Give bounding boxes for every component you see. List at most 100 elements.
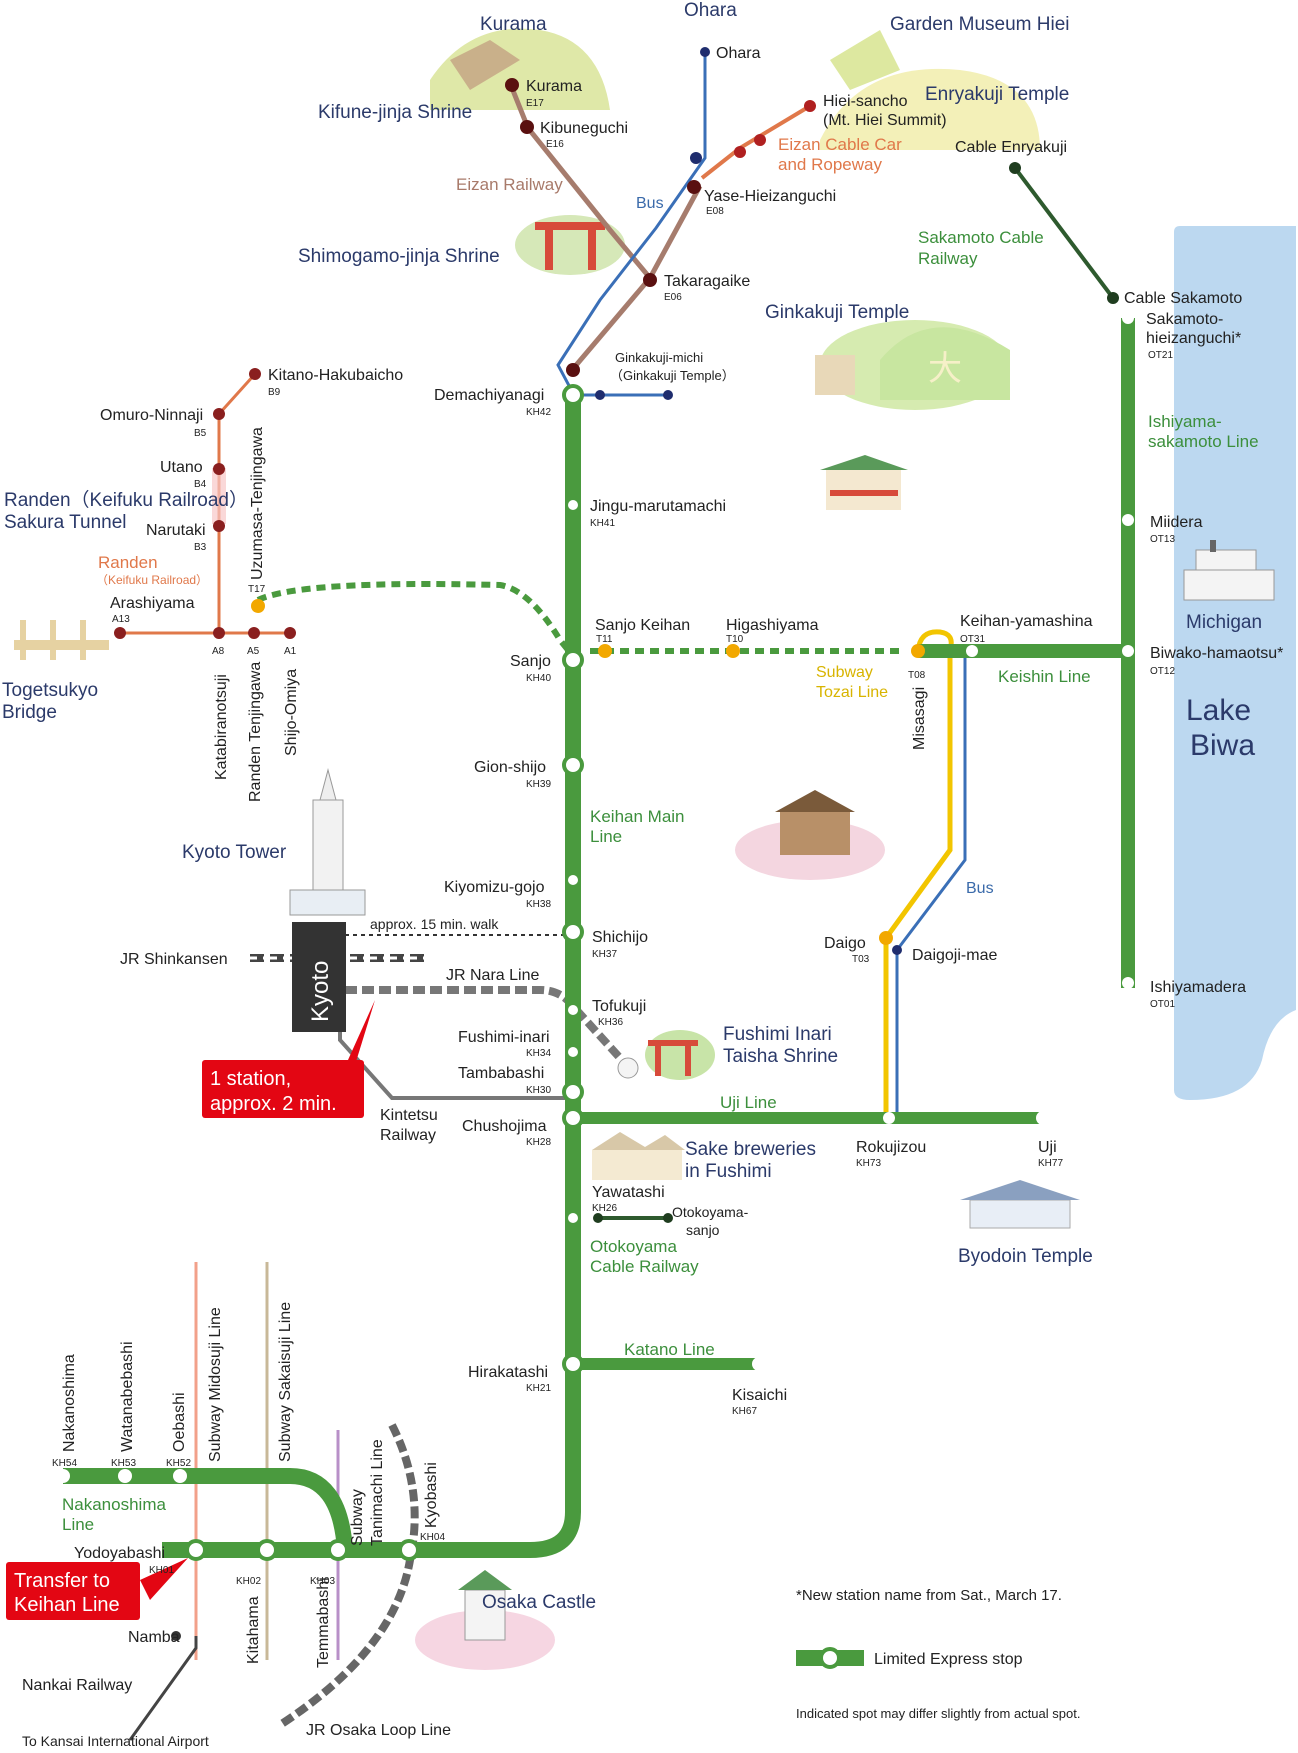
station-hirakatashi: Hirakatashi bbox=[468, 1364, 548, 1381]
place-lake-biwa-1: Lake bbox=[1186, 694, 1251, 727]
station-kyobashi: Kyobashi bbox=[423, 1462, 440, 1528]
station-temmabashi: Temmabashi bbox=[315, 1577, 332, 1668]
transfer-callout bbox=[6, 1558, 188, 1620]
station-takaragaike-code: E06 bbox=[664, 292, 682, 303]
station-tambabashi-code: KH30 bbox=[526, 1085, 551, 1096]
byodoin-illustration bbox=[960, 1180, 1080, 1229]
sakamoto-cable-line bbox=[1013, 166, 1115, 300]
label-tozai-2: Tozai Line bbox=[816, 684, 888, 701]
label-katano: Katano Line bbox=[624, 1340, 715, 1359]
station-sanjo-keihan: Sanjo Keihan bbox=[595, 617, 690, 634]
station-gion-code: KH39 bbox=[526, 779, 551, 790]
station-ginkakuji-michi-2: （Ginkakuji Temple） bbox=[610, 368, 735, 383]
label-keihan-main-2: Line bbox=[590, 827, 622, 846]
station-misasagi-code: T08 bbox=[908, 670, 926, 681]
label-sakaisuji: Subway Sakaisuji Line bbox=[277, 1302, 294, 1462]
station-miidera-code: OT13 bbox=[1150, 534, 1175, 545]
transfer-callout-line2: Keihan Line bbox=[14, 1594, 120, 1616]
michigan-boat-illustration bbox=[1183, 540, 1275, 601]
label-bus-north: Bus bbox=[636, 195, 664, 212]
place-byodoin: Byodoin Temple bbox=[958, 1246, 1093, 1267]
station-narutaki: Narutaki bbox=[146, 522, 206, 539]
legend-disclaimer: Indicated spot may differ slightly from … bbox=[796, 1706, 1080, 1721]
label-tanimachi-1: Subway bbox=[349, 1489, 366, 1546]
station-kiyomizu: Kiyomizu-gojo bbox=[444, 879, 545, 896]
bus-north-line bbox=[556, 52, 707, 396]
label-tozai-1: Subway bbox=[816, 664, 873, 681]
station-omuro-code: B5 bbox=[194, 428, 207, 439]
label-walk: approx. 15 min. walk bbox=[370, 916, 499, 932]
kyoto-station-label: Kyoto bbox=[307, 961, 334, 1022]
sake-brewery-illustration bbox=[592, 1132, 685, 1180]
togetsukyo-bridge-illustration bbox=[14, 620, 109, 660]
place-randen-tunnel-1: Randen（Keifuku Railroad） bbox=[4, 489, 248, 511]
place-ohara: Ohara bbox=[684, 0, 737, 21]
label-jr-nara: JR Nara Line bbox=[446, 967, 539, 984]
label-jr-loop: JR Osaka Loop Line bbox=[306, 1722, 451, 1739]
kyoto-station-box[interactable] bbox=[292, 922, 346, 1032]
label-bus-south: Bus bbox=[966, 880, 994, 897]
station-randen-tenjingawa: Randen Tenjingawa bbox=[247, 662, 264, 802]
place-ginkakuji: Ginkakuji Temple bbox=[765, 302, 909, 323]
station-kurama: Kurama bbox=[526, 78, 582, 95]
label-ishiyama-2: sakamoto Line bbox=[1148, 432, 1259, 451]
heian-shrine-illustration bbox=[820, 455, 908, 510]
label-kansai-airport: To Kansai International Airport bbox=[22, 1733, 209, 1749]
tozai-dashed-line-west bbox=[256, 581, 575, 657]
label-sakamoto-cable-1: Sakamoto Cable bbox=[918, 228, 1044, 247]
station-kisaichi: Kisaichi bbox=[732, 1387, 787, 1404]
shimogamo-torii-illustration bbox=[515, 215, 625, 275]
station-namba: Namba bbox=[128, 1629, 180, 1646]
station-shijo-omiya-code: A1 bbox=[284, 646, 297, 657]
station-biwako-code: OT12 bbox=[1150, 666, 1175, 677]
label-keihan-main-1: Keihan Main bbox=[590, 807, 685, 826]
legend-limited-express: Limited Express stop bbox=[874, 1651, 1023, 1668]
station-rokujizou-code: KH73 bbox=[856, 1158, 881, 1169]
place-michigan: Michigan bbox=[1186, 612, 1262, 633]
station-sanjo-code: KH40 bbox=[526, 673, 551, 684]
station-otokoyama-sanjo-2: sanjo bbox=[686, 1222, 720, 1238]
station-higashiyama-code: T10 bbox=[726, 634, 744, 645]
station-uji: Uji bbox=[1038, 1139, 1057, 1156]
station-fushimi-inari: Fushimi-inari bbox=[458, 1029, 550, 1046]
place-enryakuji: Enryakuji Temple bbox=[925, 84, 1069, 105]
ginkakuji-illustration: 大 bbox=[815, 320, 1010, 410]
station-ishiyamadera: Ishiyamadera bbox=[1150, 979, 1246, 996]
place-lake-biwa-2: Biwa bbox=[1190, 729, 1255, 762]
station-kurama-code: E17 bbox=[526, 98, 544, 109]
station-tambabashi: Tambabashi bbox=[458, 1065, 544, 1082]
station-katabiranotsuji: Katabiranotsuji bbox=[213, 674, 230, 780]
station-yawatashi: Yawatashi bbox=[592, 1184, 665, 1201]
kurama-mountain-illustration bbox=[430, 28, 610, 110]
station-yawatashi-code: KH26 bbox=[592, 1203, 617, 1214]
station-hiei-sancho-2: (Mt. Hiei Summit) bbox=[823, 112, 947, 129]
station-miidera: Miidera bbox=[1150, 514, 1203, 531]
station-kiyomizu-code: KH38 bbox=[526, 899, 551, 910]
station-kibuneguchi-code: E16 bbox=[546, 139, 564, 150]
station-keihan-yamashina-code: OT31 bbox=[960, 634, 985, 645]
station-rokujizou: Rokujizou bbox=[856, 1139, 926, 1156]
station-randen-tenjingawa-code: A5 bbox=[247, 646, 260, 657]
keihan-main-line bbox=[162, 395, 581, 1558]
kyoto-callout bbox=[202, 1000, 375, 1118]
station-uzumasa-code: T17 bbox=[248, 584, 266, 595]
place-kurama: Kurama bbox=[480, 14, 547, 35]
station-biwako: Biwako-hamaotsu* bbox=[1150, 645, 1283, 662]
station-keihan-yamashina: Keihan-yamashina bbox=[960, 613, 1093, 630]
station-kyobashi-code: KH04 bbox=[420, 1532, 445, 1543]
label-kintetsu-2: Railway bbox=[380, 1127, 436, 1144]
station-demachiyanagi-code: KH42 bbox=[526, 407, 551, 418]
label-randen: Randen bbox=[98, 553, 158, 572]
station-utano-code: B4 bbox=[194, 479, 207, 490]
label-midosuji: Subway Midosuji Line bbox=[207, 1307, 224, 1462]
label-otokoyama-cable-2: Cable Railway bbox=[590, 1257, 699, 1276]
station-oebashi-code: KH52 bbox=[166, 1458, 191, 1469]
station-tofukuji: Tofukuji bbox=[592, 998, 646, 1015]
label-eizan-cable-2: and Ropeway bbox=[778, 155, 882, 174]
place-randen-tunnel-2: Sakura Tunnel bbox=[4, 512, 127, 533]
station-jingu-code: KH41 bbox=[590, 518, 615, 529]
station-yase: Yase-Hieizanguchi bbox=[704, 188, 836, 205]
station-yodoyabashi-code: KH01 bbox=[149, 1565, 174, 1576]
kiyomizu-temple-illustration bbox=[735, 790, 885, 880]
